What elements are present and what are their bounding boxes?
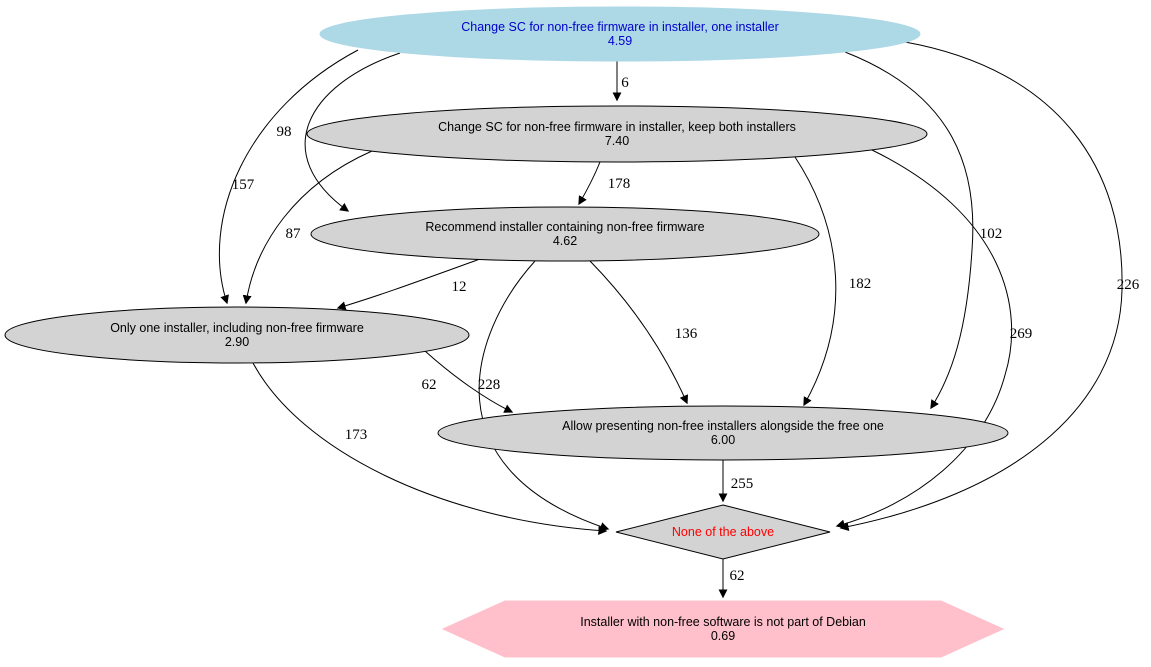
edge-label: 62 <box>730 568 745 584</box>
edge-one-installer-to-none <box>839 41 1123 531</box>
node-label: Only one installer, including non-free f… <box>110 321 364 335</box>
edge-recommend-to-allow <box>589 260 689 405</box>
graph-node-allow-presenting: Allow presenting non-free installers alo… <box>437 405 1009 461</box>
edge-label: 173 <box>345 427 368 443</box>
edge-keep-both-to-only-one <box>242 150 373 305</box>
edge-label: 178 <box>608 176 631 192</box>
edge-label: 269 <box>1010 326 1033 342</box>
edge-keep-both-to-recommend <box>578 161 601 206</box>
node-score: 2.90 <box>225 335 249 349</box>
edge-only-one-to-allow <box>424 350 514 413</box>
edge-recommend-to-only-one <box>336 258 481 311</box>
edge-keep-both-to-allow <box>794 156 837 407</box>
node-score: 0.69 <box>711 629 735 643</box>
node-label: Change SC for non-free firmware in insta… <box>461 20 779 34</box>
edge-label: 62 <box>422 377 437 393</box>
nodes-layer: Change SC for non-free firmware in insta… <box>4 6 1009 658</box>
graph-node-change-sc-keep-both: Change SC for non-free firmware in insta… <box>306 105 928 163</box>
node-score: 7.40 <box>605 134 629 148</box>
ellipse-shape <box>437 405 1009 461</box>
ellipse-shape <box>310 206 820 262</box>
edge-one-installer-to-allow <box>844 51 974 410</box>
node-label: Change SC for non-free firmware in insta… <box>438 120 796 134</box>
diamond-shape <box>615 504 831 560</box>
graph-node-recommend-nonfree: Recommend installer containing non-free … <box>310 206 820 262</box>
ellipse-shape <box>319 6 921 62</box>
node-label: Installer with non-free software is not … <box>580 615 866 629</box>
edge-recommend-to-none <box>478 260 610 531</box>
ellipse-shape <box>306 105 928 163</box>
edge-label: 226 <box>1117 277 1140 293</box>
edge-label: 12 <box>452 279 467 295</box>
edge-one-installer-to-only-one <box>218 49 359 305</box>
node-score: 4.59 <box>608 34 632 48</box>
edge-one-installer-to-recommend <box>304 52 401 212</box>
graph-node-none-of-the-above: None of the above <box>615 504 831 560</box>
edge-label: 157 <box>232 177 255 193</box>
graph-node-not-part-of-debian: Installer with non-free software is not … <box>441 600 1005 658</box>
node-label: None of the above <box>672 525 774 539</box>
node-score: 4.62 <box>553 234 577 248</box>
edge-label: 102 <box>980 226 1003 242</box>
graph-node-change-sc-one-installer: Change SC for non-free firmware in insta… <box>319 6 921 62</box>
edge-label: 98 <box>277 124 292 140</box>
edge-only-one-to-none <box>252 362 608 535</box>
edge-label: 182 <box>849 276 872 292</box>
ellipse-shape <box>4 306 470 364</box>
edges-layer: 6 98 157 102 226 178 87 182 269 12 136 <box>218 41 1140 599</box>
node-score: 6.00 <box>711 433 735 447</box>
node-label: Allow presenting non-free installers alo… <box>562 419 884 433</box>
edge-label: 255 <box>731 476 754 492</box>
edge-keep-both-to-none <box>835 149 1013 529</box>
edge-label: 136 <box>675 326 698 342</box>
hexagon-shape <box>441 600 1005 658</box>
graph-node-only-one-installer: Only one installer, including non-free f… <box>4 306 470 364</box>
edge-label: 6 <box>621 75 629 91</box>
edge-label: 228 <box>478 377 501 393</box>
edge-label: 87 <box>286 226 302 242</box>
node-label: Recommend installer containing non-free … <box>425 220 704 234</box>
